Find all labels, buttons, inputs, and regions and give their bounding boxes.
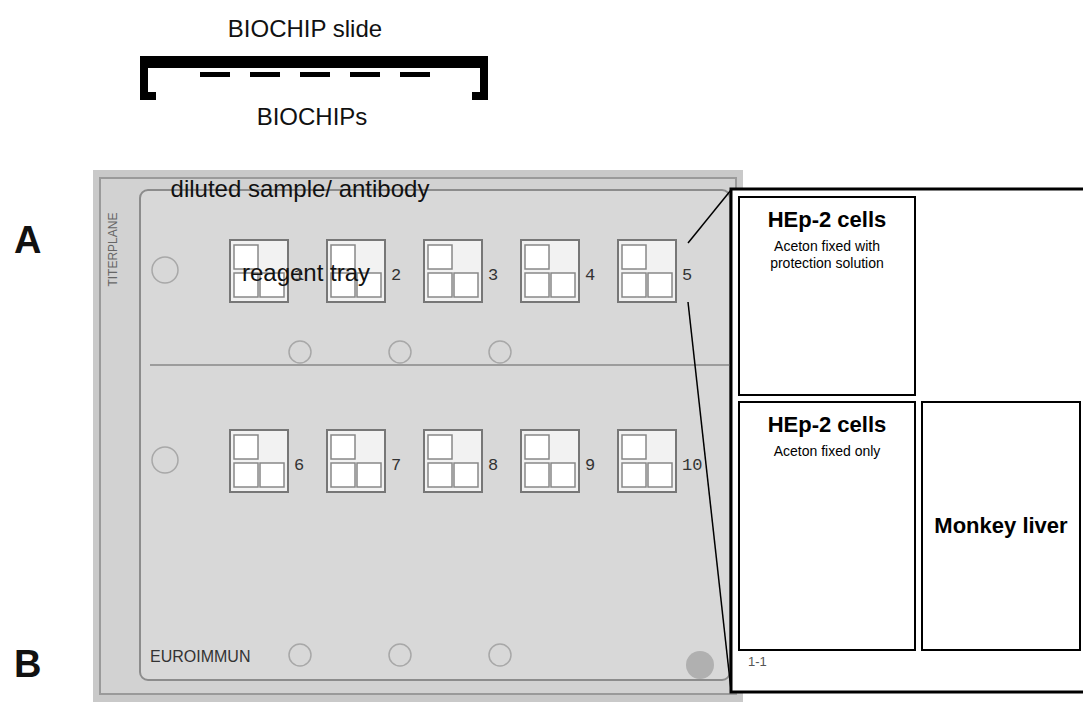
field-number: 3 — [488, 267, 498, 286]
part-label: BIOCHIP slide — [228, 16, 382, 42]
callout-leader — [688, 190, 731, 690]
box-title: HEp-2 cells — [768, 411, 887, 439]
biochip-field — [521, 430, 579, 492]
panel-letter: B — [14, 644, 41, 686]
field-number: 7 — [391, 457, 401, 476]
slide-code: 1-1 — [748, 655, 767, 669]
biochip-slide — [140, 56, 488, 100]
part-label: diluted sample/ antibody — [171, 176, 430, 202]
biochip-field — [618, 240, 676, 302]
slide-brand: EUROIMMUN — [150, 648, 250, 666]
callout-box: Monkey liver — [921, 401, 1081, 651]
callout-frame — [731, 189, 1083, 692]
field-number: 2 — [391, 267, 401, 286]
field-number: 6 — [294, 457, 304, 476]
callout-box: HEp-2 cellsAceton fixed with protection … — [738, 196, 916, 396]
biochip-field — [327, 430, 385, 492]
part-label: reagent tray — [242, 260, 370, 286]
biochip-field — [521, 240, 579, 302]
slide-brand: TITERPLANE — [107, 213, 120, 287]
slide-photo — [93, 170, 743, 702]
panel-letter: A — [14, 220, 41, 262]
field-number: 5 — [682, 267, 692, 286]
biochip-field — [230, 430, 288, 492]
field-number: 4 — [585, 267, 595, 286]
field-number: 9 — [585, 457, 595, 476]
field-number: 10 — [682, 457, 702, 476]
box-title: Monkey liver — [934, 512, 1067, 540]
biochip-field — [424, 430, 482, 492]
box-note: Aceton fixed only — [774, 443, 881, 461]
field-number: 1 — [294, 267, 304, 286]
biochip-field — [424, 240, 482, 302]
box-note: Aceton fixed with protection solution — [746, 238, 908, 273]
callout-box: HEp-2 cellsAceton fixed only — [738, 401, 916, 651]
field-number: 8 — [488, 457, 498, 476]
biochip-field — [618, 430, 676, 492]
part-label: BIOCHIPs — [257, 104, 368, 130]
box-title: HEp-2 cells — [768, 206, 887, 234]
